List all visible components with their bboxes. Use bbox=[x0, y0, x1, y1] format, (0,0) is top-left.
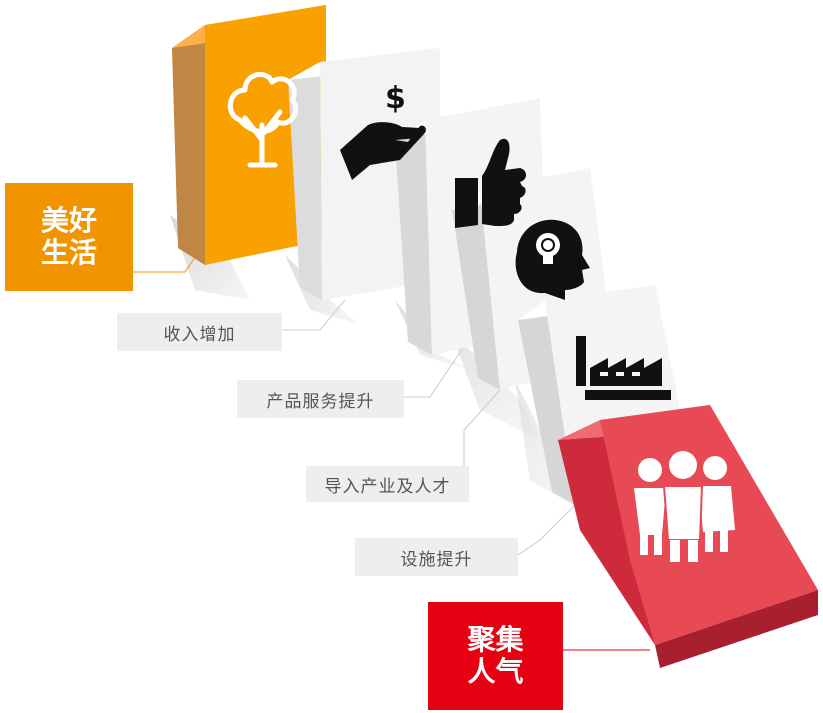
thumbs-up-icon bbox=[455, 138, 526, 228]
label-income-increase: 收入增加 bbox=[117, 313, 282, 351]
money-hand-icon: $ bbox=[340, 81, 426, 180]
badge-good-life: 美好 生活 bbox=[5, 183, 133, 291]
people-group-icon bbox=[634, 451, 735, 562]
svg-text:$: $ bbox=[385, 81, 406, 116]
tree-icon bbox=[228, 72, 299, 168]
head-lightbulb-icon bbox=[515, 219, 590, 300]
label-facility-upgrade: 设施提升 bbox=[355, 538, 518, 576]
badge-gather-popularity: 聚集 人气 bbox=[428, 602, 563, 710]
label-product-service-upgrade: 产品服务提升 bbox=[237, 380, 404, 418]
factory-icon bbox=[576, 336, 671, 400]
label-introduce-industry-talent: 导入产业及人才 bbox=[306, 466, 469, 502]
